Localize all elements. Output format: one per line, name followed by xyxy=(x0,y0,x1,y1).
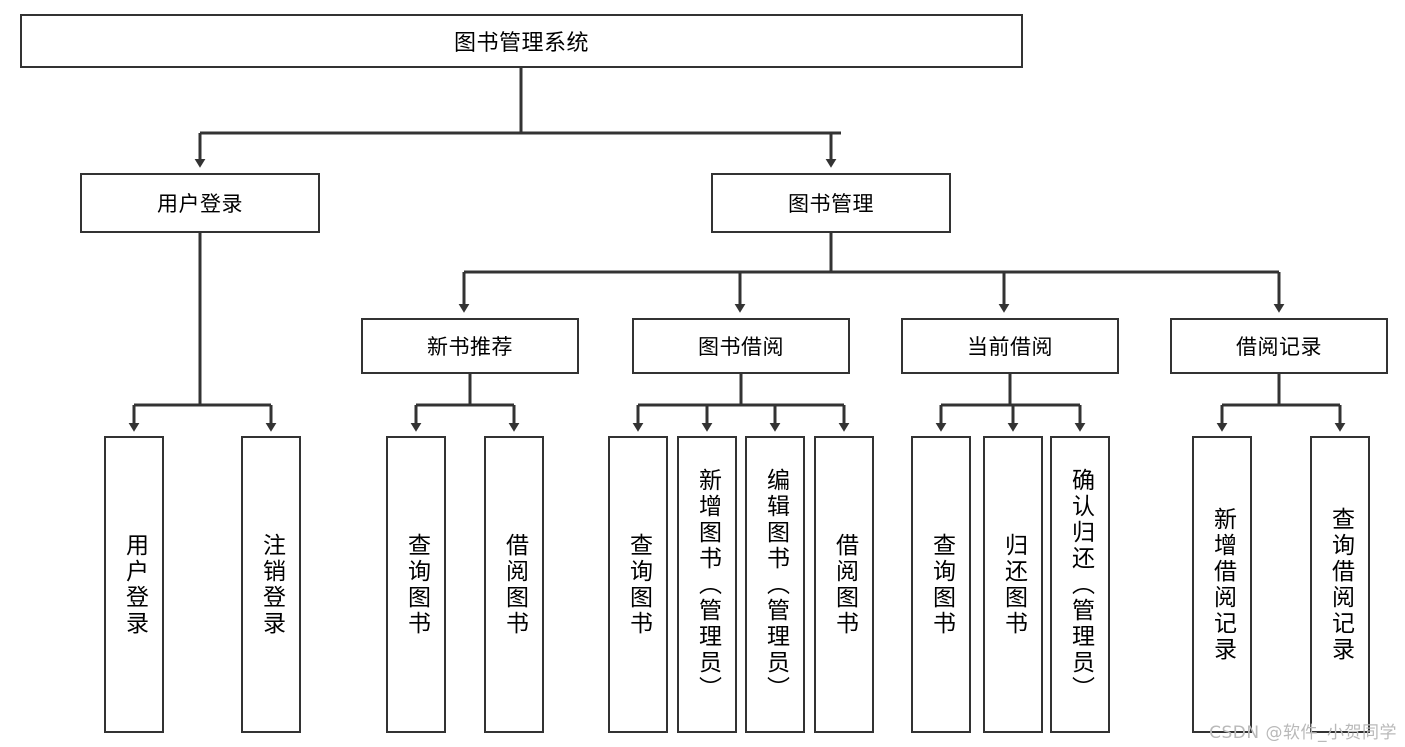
node-leaf-query-book-3-label: 查询图书 xyxy=(928,532,955,637)
node-leaf-confirm-return[interactable]: 确认归还（管理员） xyxy=(1050,436,1110,733)
node-leaf-add-record[interactable]: 新增借阅记录 xyxy=(1192,436,1252,733)
node-leaf-user-login-label: 用户登录 xyxy=(121,532,148,637)
node-leaf-add-book[interactable]: 新增图书（管理员） xyxy=(677,436,737,733)
node-book-manage[interactable]: 图书管理 xyxy=(711,173,951,233)
node-leaf-borrow-book-1[interactable]: 借阅图书 xyxy=(484,436,544,733)
node-new-book-rec[interactable]: 新书推荐 xyxy=(361,318,579,374)
node-leaf-query-book-1[interactable]: 查询图书 xyxy=(386,436,446,733)
node-root[interactable]: 图书管理系统 xyxy=(20,14,1023,68)
watermark-text: CSDN @软件_小贺同学 xyxy=(1209,723,1397,743)
node-leaf-user-login[interactable]: 用户登录 xyxy=(104,436,164,733)
node-user-login[interactable]: 用户登录 xyxy=(80,173,320,233)
node-current-borrow-label: 当前借阅 xyxy=(967,335,1053,359)
node-leaf-edit-book[interactable]: 编辑图书（管理员） xyxy=(745,436,805,733)
node-current-borrow[interactable]: 当前借阅 xyxy=(901,318,1119,374)
node-book-borrow-label: 图书借阅 xyxy=(698,335,784,359)
node-leaf-return-book-label: 归还图书 xyxy=(1000,532,1027,637)
node-leaf-query-book-2-label: 查询图书 xyxy=(625,532,652,637)
node-leaf-logout[interactable]: 注销登录 xyxy=(241,436,301,733)
node-new-book-rec-label: 新书推荐 xyxy=(427,335,513,359)
node-leaf-edit-book-label: 编辑图书（管理员） xyxy=(762,467,789,702)
node-book-manage-label: 图书管理 xyxy=(788,192,874,216)
node-leaf-query-book-2[interactable]: 查询图书 xyxy=(608,436,668,733)
node-leaf-confirm-return-label: 确认归还（管理员） xyxy=(1067,467,1094,702)
node-borrow-record[interactable]: 借阅记录 xyxy=(1170,318,1388,374)
node-leaf-add-book-label: 新增图书（管理员） xyxy=(694,467,721,702)
node-user-login-label: 用户登录 xyxy=(157,192,243,216)
node-root-label: 图书管理系统 xyxy=(453,31,589,56)
node-leaf-logout-label: 注销登录 xyxy=(258,532,285,637)
node-leaf-query-record-label: 查询借阅记录 xyxy=(1327,506,1354,663)
node-leaf-borrow-book-2-label: 借阅图书 xyxy=(831,532,858,637)
node-leaf-query-record[interactable]: 查询借阅记录 xyxy=(1310,436,1370,733)
node-leaf-add-record-label: 新增借阅记录 xyxy=(1209,506,1236,663)
node-book-borrow[interactable]: 图书借阅 xyxy=(632,318,850,374)
node-leaf-return-book[interactable]: 归还图书 xyxy=(983,436,1043,733)
node-leaf-borrow-book-2[interactable]: 借阅图书 xyxy=(814,436,874,733)
node-leaf-query-book-3[interactable]: 查询图书 xyxy=(911,436,971,733)
node-borrow-record-label: 借阅记录 xyxy=(1236,335,1322,359)
node-leaf-borrow-book-1-label: 借阅图书 xyxy=(501,532,528,637)
node-leaf-query-book-1-label: 查询图书 xyxy=(403,532,430,637)
